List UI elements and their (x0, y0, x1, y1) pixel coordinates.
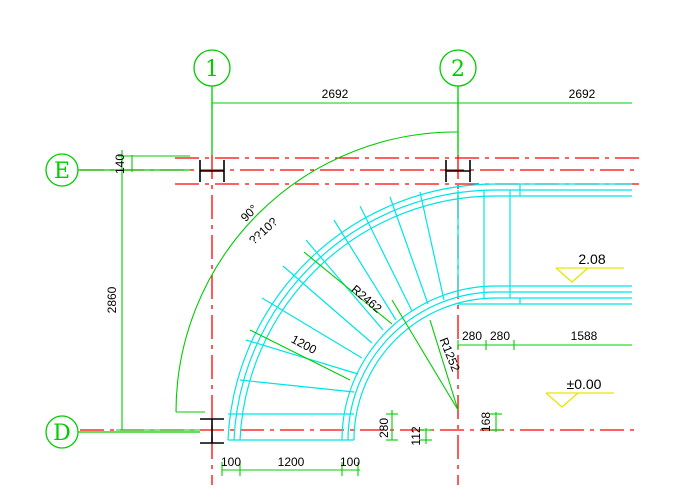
axis-label-2: 2 (451, 57, 465, 82)
angle-arc (175, 131, 459, 413)
level-text-upper: 2.08 (578, 251, 605, 267)
axis-label-d: D (53, 421, 71, 446)
stair-outer-edge (227, 183, 632, 441)
dim-text-140: 140 (113, 154, 127, 174)
axis-bubbles (45, 49, 477, 449)
dim-text-1588: 1588 (571, 329, 598, 343)
column-markers (199, 160, 471, 444)
level-marker-lower (545, 392, 614, 408)
dim-text-280-b: 280 (490, 329, 510, 343)
width-leader (249, 329, 351, 381)
radius-leader-outer (303, 251, 393, 325)
column-e2 (445, 160, 471, 182)
stair-tread (389, 196, 429, 305)
stair-geometry (227, 183, 632, 441)
dim-text-angle: 90° (238, 202, 261, 225)
level-text-lower: ±0.00 (567, 376, 602, 392)
stair-inner-edge-2 (347, 291, 632, 441)
stair-tread (261, 297, 363, 359)
axis-label-1: 1 (205, 57, 219, 82)
dim-text-width-1200: 1200 (289, 332, 319, 357)
stair-outer-edge-2 (233, 189, 632, 441)
column-d1 (200, 418, 224, 444)
radius-leader-inner (391, 299, 459, 411)
dim-text-2860: 2860 (105, 286, 119, 313)
dim-text-100-b: 100 (340, 455, 360, 469)
axis-label-e: E (54, 159, 70, 184)
dim-text-top-1: 2692 (322, 87, 349, 101)
dim-text-280-v: 280 (377, 418, 391, 438)
column-e1 (199, 160, 225, 182)
stair-tread (245, 339, 359, 375)
stair-tread (359, 205, 413, 312)
level-marker-upper (555, 267, 624, 283)
dim-text-top-2: 2692 (569, 87, 596, 101)
stair-outer-edge-3 (239, 195, 632, 441)
level-markers (545, 267, 624, 408)
dim-text-100-a: 100 (221, 455, 241, 469)
dim-text-1200-b: 1200 (278, 455, 305, 469)
dim-text-112: 112 (409, 426, 423, 445)
stair-tread (282, 265, 373, 344)
stair-tread (419, 191, 445, 301)
stair-tread (333, 219, 397, 321)
stair-inner-edge-3 (353, 297, 632, 441)
stair-tread (239, 379, 355, 393)
dimension-lines (116, 98, 632, 476)
axis-lines (80, 155, 640, 485)
dim-text-280-a: 280 (462, 329, 482, 343)
dim-text-168: 168 (479, 412, 493, 432)
stair-inner-edge (341, 285, 632, 441)
